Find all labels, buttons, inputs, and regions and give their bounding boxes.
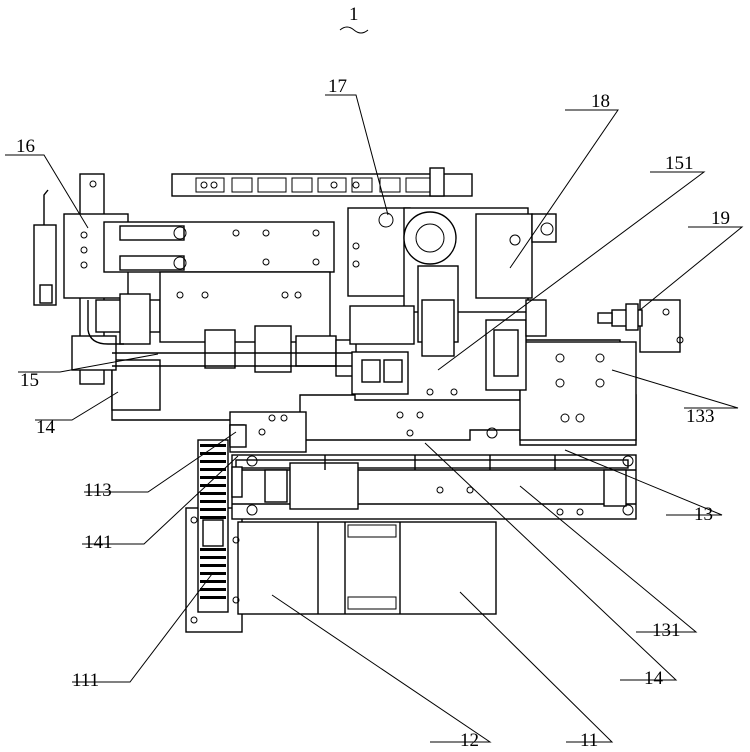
- label-113: 113: [84, 480, 112, 501]
- label-151: 151: [665, 153, 694, 174]
- assembly-number: 1: [349, 4, 359, 25]
- label-18: 18: [591, 91, 610, 112]
- part-19-fitting: [597, 299, 684, 353]
- label-15: 15: [20, 370, 39, 391]
- label-13: 13: [694, 504, 713, 525]
- label-11: 11: [580, 730, 598, 751]
- label-19: 19: [711, 208, 730, 229]
- label-131: 131: [652, 620, 681, 641]
- label-12: 12: [460, 730, 479, 751]
- leader-lines: [5, 94, 744, 743]
- part-18-central-unit: [347, 207, 557, 396]
- part-15-cylinder: [103, 221, 360, 377]
- part-113-bracket: [229, 424, 247, 498]
- part-133-side-plate: [519, 341, 637, 441]
- part-111-gear: [197, 439, 229, 613]
- assembly-tilde: [339, 26, 369, 34]
- label-141: 141: [84, 532, 113, 553]
- label-17: 17: [328, 76, 347, 97]
- part-13-slide-base: [231, 454, 637, 520]
- label-14-lower: 14: [644, 668, 664, 689]
- label-14-upper: 14: [36, 417, 56, 438]
- part-17-top-rail: [171, 167, 473, 197]
- label-111: 111: [72, 670, 99, 691]
- label-133: 133: [686, 406, 715, 427]
- label-16: 16: [16, 136, 35, 157]
- part-labels: 16 17 18 151 19 15 14 133 113 13 141 131…: [16, 76, 730, 751]
- part-12-motor-plate: [185, 507, 497, 633]
